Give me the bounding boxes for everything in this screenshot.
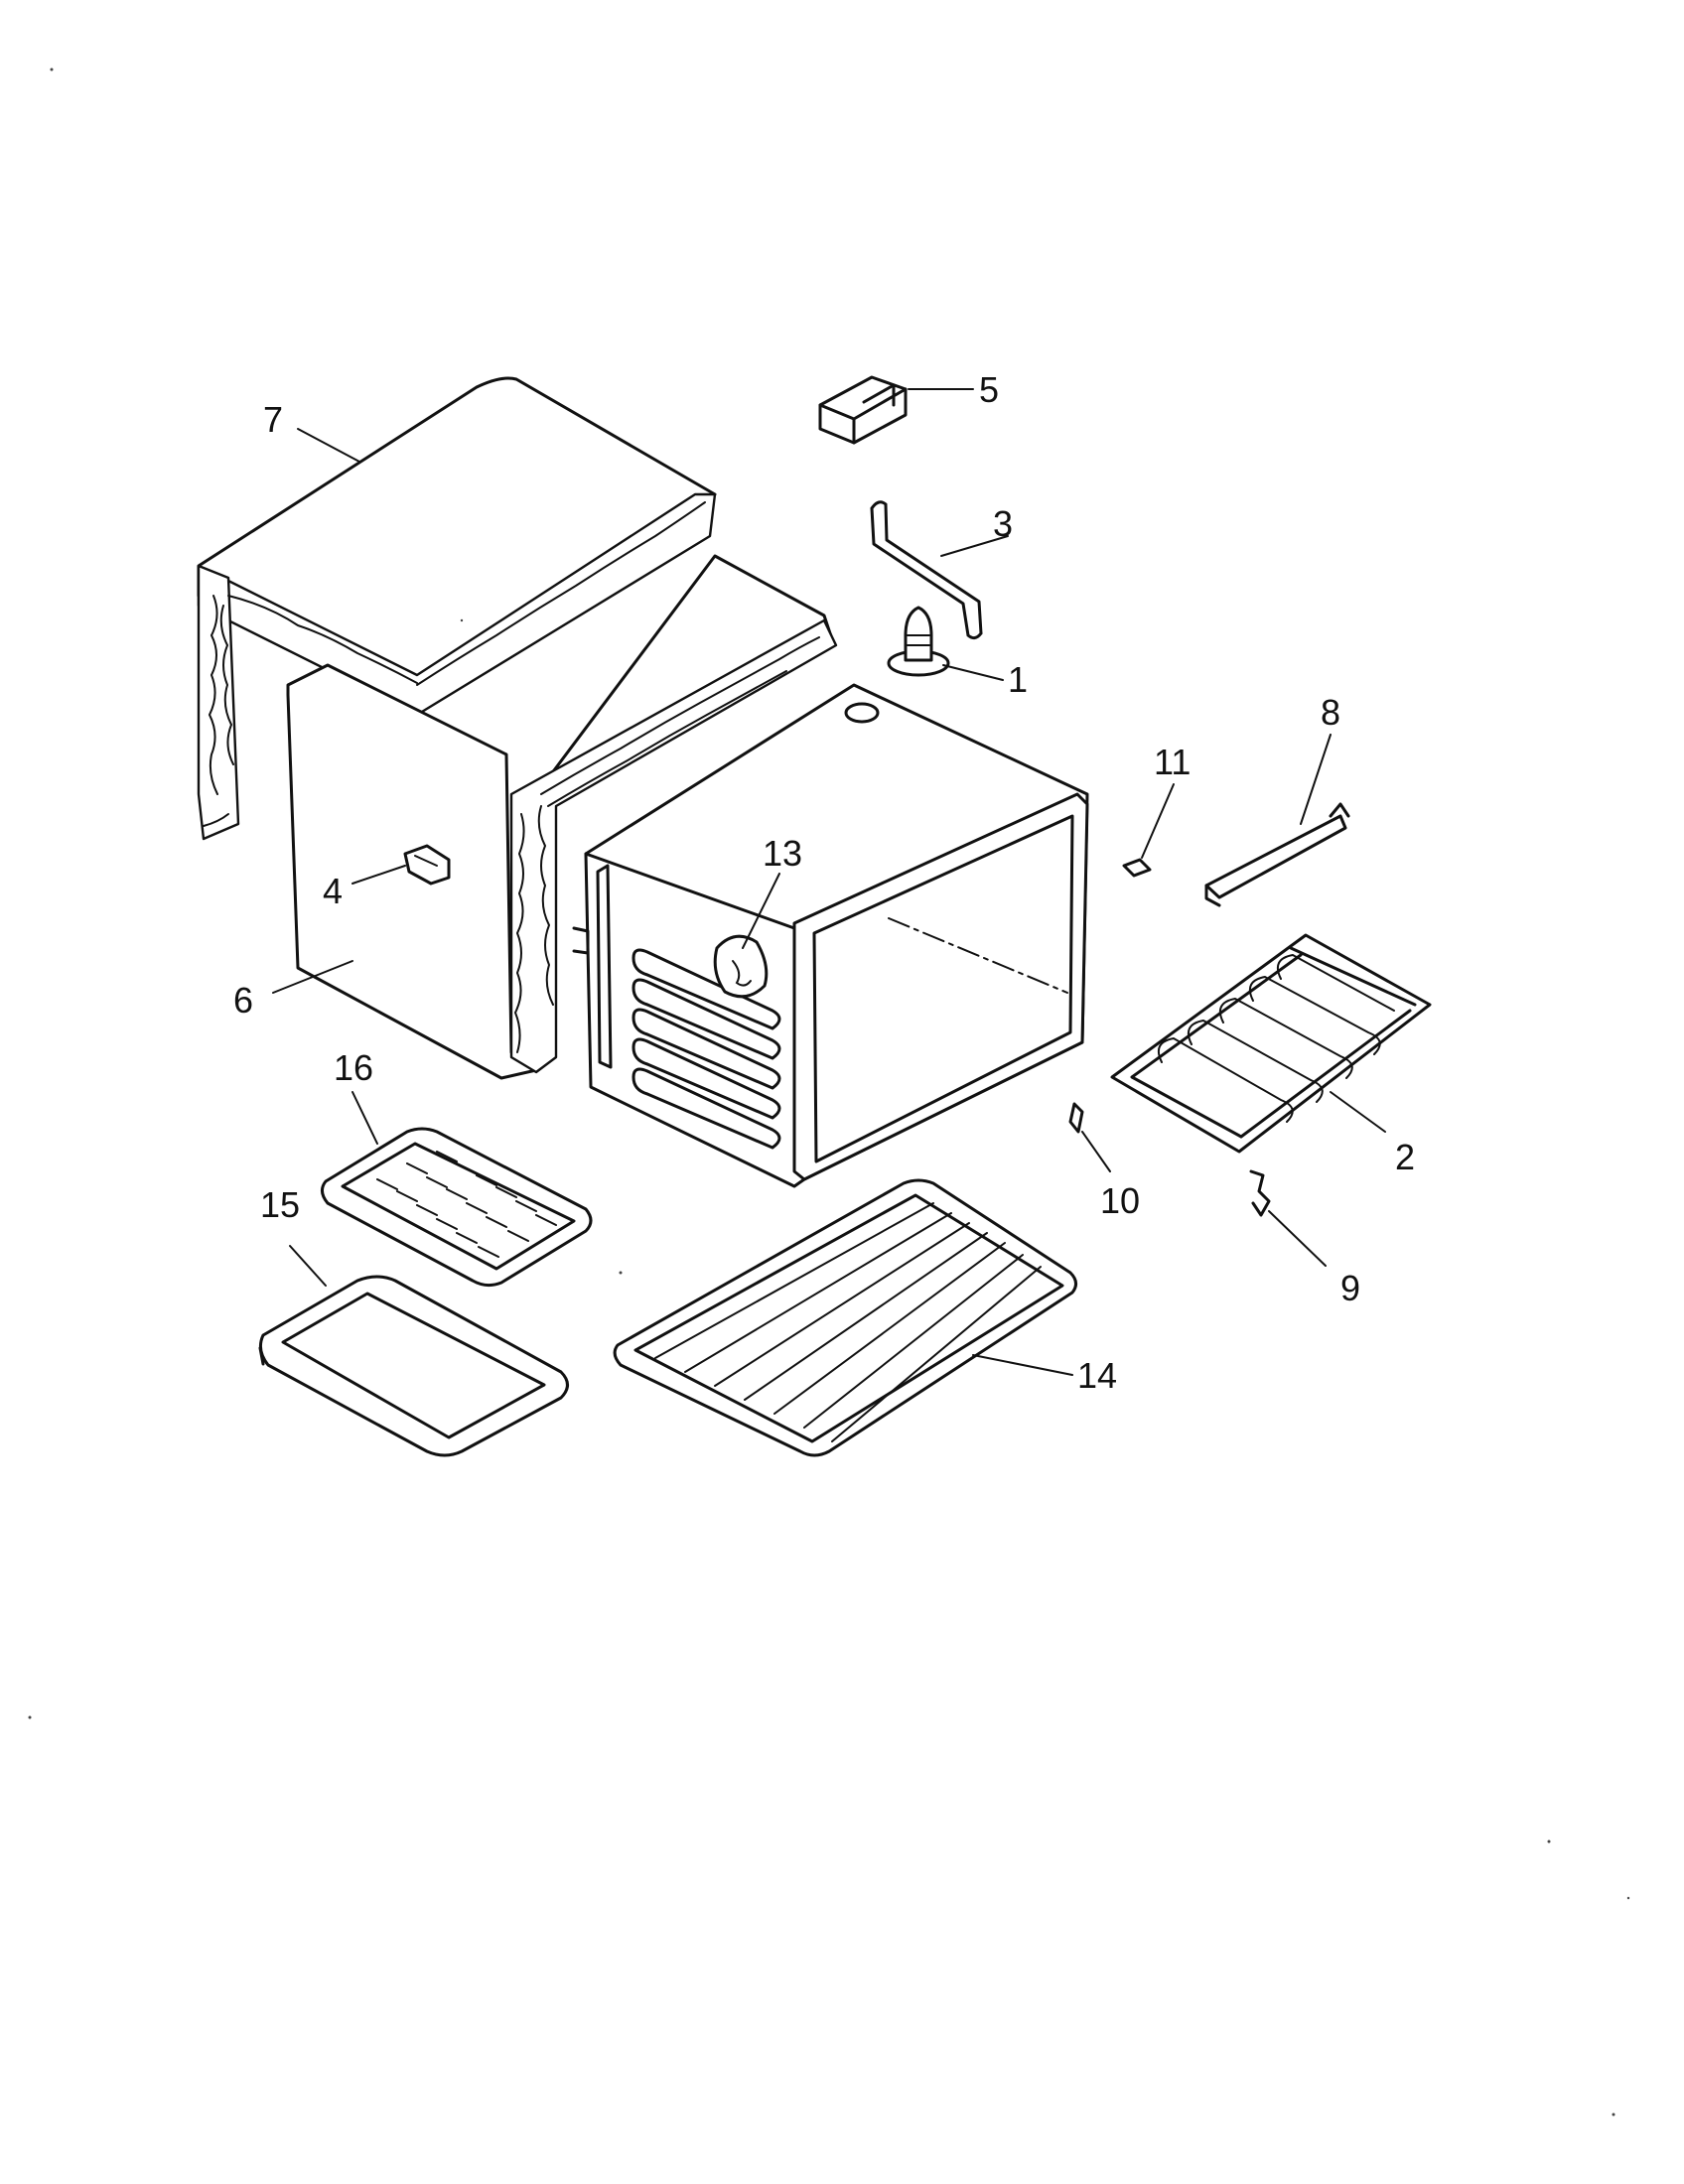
callout-8: 8	[1321, 692, 1340, 733]
callout-14: 14	[1077, 1355, 1117, 1396]
callout-labels: 7 5 3 1 8 11 13 4 6 2 10 9 14 16 15	[233, 369, 1415, 1396]
callout-4: 4	[323, 871, 343, 911]
part-11-clip	[1122, 858, 1152, 878]
callout-10: 10	[1100, 1180, 1140, 1221]
callout-2: 2	[1395, 1137, 1415, 1177]
leader-lines	[272, 388, 1386, 1376]
part-10-clip	[1068, 1102, 1084, 1134]
part-4-clip	[403, 844, 451, 886]
callout-1: 1	[1008, 659, 1028, 700]
callout-6: 6	[233, 980, 253, 1021]
scan-specks	[28, 68, 1630, 2116]
part-5-block	[818, 375, 908, 445]
part-1-receptacle	[887, 606, 950, 677]
callout-13: 13	[763, 833, 802, 874]
callout-7: 7	[263, 399, 283, 440]
callout-11: 11	[1154, 742, 1191, 782]
part-3-tube	[870, 500, 983, 640]
callout-9: 9	[1340, 1268, 1360, 1308]
oven-cavity	[572, 683, 1089, 1188]
callout-15: 15	[260, 1184, 300, 1225]
part-15-broiler-pan	[258, 1275, 569, 1457]
callout-16: 16	[334, 1047, 373, 1088]
part-16-broiler-grid	[321, 1127, 593, 1288]
callout-3: 3	[993, 503, 1013, 544]
part-14-oven-rack	[613, 1178, 1077, 1457]
callout-5: 5	[979, 369, 999, 410]
part-13-patch	[713, 934, 769, 999]
part-7-top-insulation	[197, 376, 717, 841]
part-2-heating-element	[1110, 933, 1432, 1154]
part-9-clip	[1249, 1169, 1271, 1217]
part-8-rail	[1204, 802, 1350, 907]
